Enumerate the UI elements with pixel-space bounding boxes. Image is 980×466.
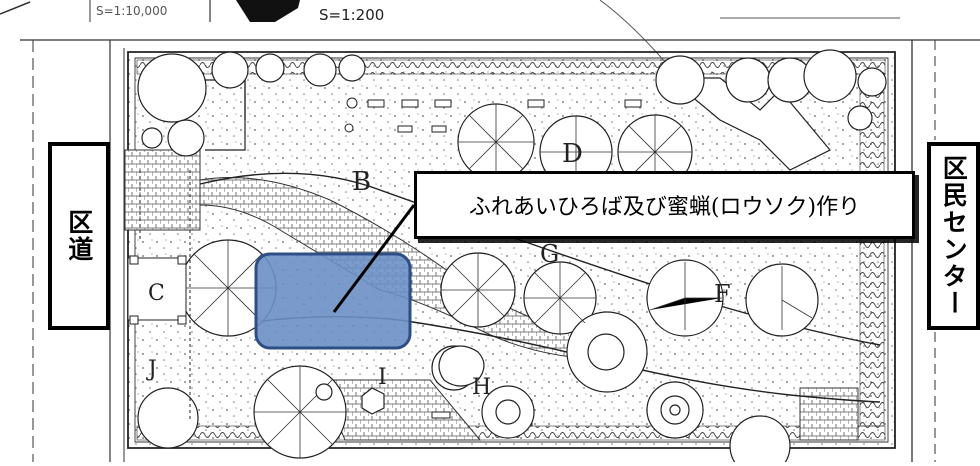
north-arrow-fragment — [236, 0, 300, 22]
area-letters: B C D F G H I J — [146, 139, 731, 400]
callout-text: ふれあいひろば及び蜜蝋(ロウソク)作り — [468, 195, 861, 220]
community-center-text: 区民センター — [939, 155, 969, 317]
area-label-i: I — [378, 365, 387, 390]
area-label-b: B — [352, 167, 371, 197]
top-inset-fragment — [0, 0, 900, 81]
area-label-j: J — [146, 357, 157, 382]
community-center-label: 区民センター — [927, 142, 980, 330]
callout-leader-line — [332, 204, 416, 313]
activity-area-highlight — [254, 252, 412, 350]
left-side-fixtures — [127, 170, 191, 420]
play-features — [315, 345, 485, 415]
area-label-c: C — [148, 281, 165, 306]
plan-scale-text: S=1:200 — [319, 6, 385, 24]
area-label-h: H — [472, 375, 491, 400]
area-label-f: F — [714, 280, 731, 308]
ward-road-text: 区道 — [64, 209, 94, 263]
area-label-g: G — [540, 240, 559, 268]
activity-callout: ふれあいひろば及び蜜蝋(ロウソク)作り — [414, 171, 915, 239]
ward-road-label: 区道 — [48, 142, 110, 330]
inset-scale-text: S=1:10,000 — [96, 4, 168, 18]
outer-frame — [20, 39, 980, 462]
area-label-d: D — [562, 139, 583, 169]
